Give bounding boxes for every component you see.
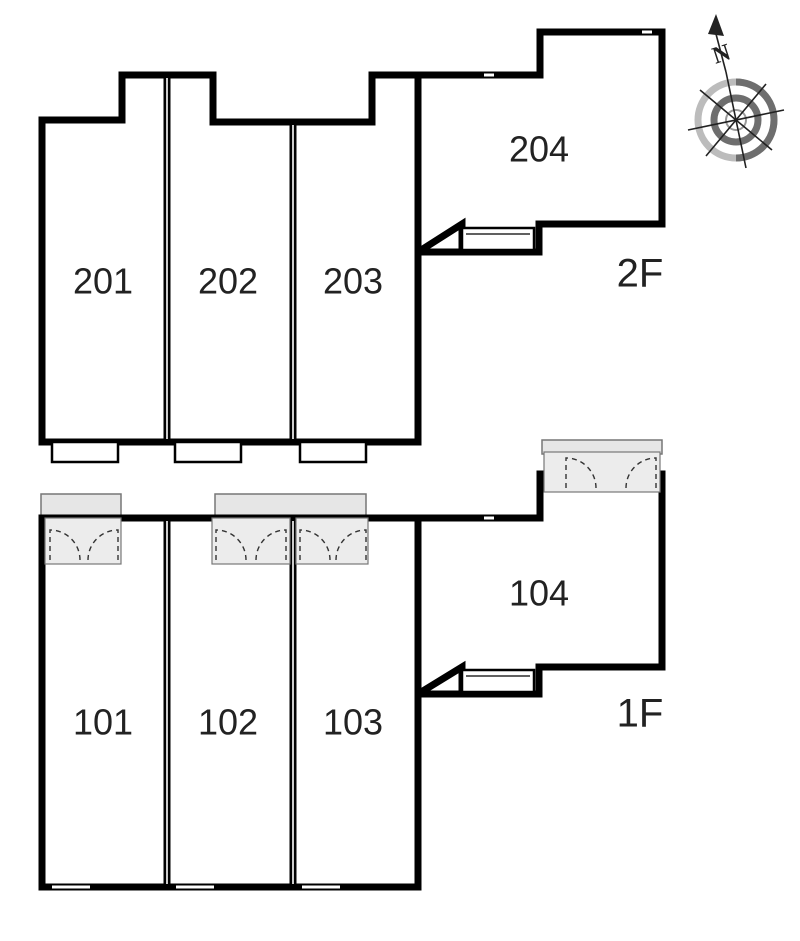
door-swing-103b bbox=[335, 529, 367, 561]
door-swing-101a bbox=[49, 529, 81, 561]
room-103-label: 103 bbox=[323, 702, 383, 743]
room-102-label: 102 bbox=[198, 702, 258, 743]
door-swing-104a bbox=[565, 457, 597, 489]
room-101-label: 101 bbox=[73, 702, 133, 743]
compass-line-diag2 bbox=[705, 83, 767, 157]
compass-north-stem bbox=[715, 33, 727, 73]
compass-inner-ring bbox=[710, 94, 762, 146]
floor-1f: 101 102 103 104 1F bbox=[38, 439, 666, 891]
door-swing-101b bbox=[87, 529, 119, 561]
entry-roof-101 bbox=[40, 493, 122, 517]
balcony-202 bbox=[173, 440, 243, 464]
compass-north-label: N bbox=[709, 39, 734, 69]
entry-porch-103 bbox=[295, 517, 369, 565]
door-swing-102a bbox=[215, 529, 247, 561]
balcony-104 bbox=[460, 668, 536, 694]
balcony-201 bbox=[50, 440, 120, 464]
floor-2f: 201 202 203 204 2F bbox=[38, 28, 666, 464]
entry-porch-102 bbox=[211, 517, 291, 565]
compass-outer-ring-dark bbox=[735, 78, 778, 162]
room-204-label: 204 bbox=[509, 129, 569, 170]
room-202-label: 202 bbox=[198, 261, 258, 302]
floor-1f-label: 1F bbox=[617, 692, 664, 736]
compass-north-arrow-icon bbox=[708, 14, 724, 36]
entry-porch-104 bbox=[543, 451, 661, 493]
compass-icon: N bbox=[687, 14, 785, 169]
door-swing-103a bbox=[299, 529, 331, 561]
balcony-203 bbox=[298, 440, 368, 464]
floor-2f-outer-wall bbox=[38, 28, 666, 446]
floor-1f-outer-wall bbox=[38, 470, 666, 891]
balcony-204 bbox=[460, 226, 536, 252]
floor-2f-label: 2F bbox=[617, 252, 664, 296]
entry-roof-102-103 bbox=[214, 493, 367, 517]
room-104-label: 104 bbox=[509, 573, 569, 614]
room-203-label: 203 bbox=[323, 261, 383, 302]
room-201-label: 201 bbox=[73, 261, 133, 302]
entry-porch-101 bbox=[44, 517, 122, 565]
door-swing-104b bbox=[625, 457, 657, 489]
door-swing-102b bbox=[255, 529, 287, 561]
